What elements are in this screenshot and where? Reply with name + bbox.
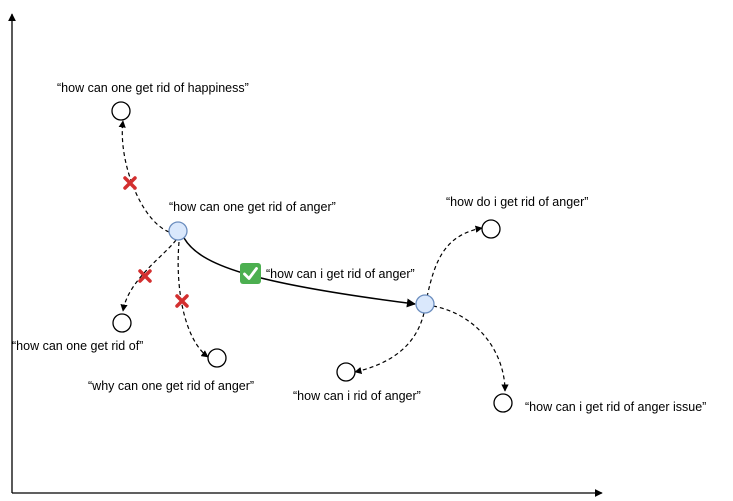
label-why: “why can one get rid of anger”: [88, 379, 254, 393]
edge-to-can-i-rid: [354, 312, 425, 375]
edge-to-truncated: [120, 239, 177, 312]
label-issue: “how can i get rid of anger issue”: [525, 400, 706, 414]
label-start: “how can one get rid of anger”: [169, 200, 336, 214]
label-do-i: “how do i get rid of anger”: [446, 195, 588, 209]
node-start: [168, 221, 188, 241]
cross-mark-icon: [138, 269, 152, 283]
check-mark-icon: [240, 263, 261, 284]
label-happiness: “how can one get rid of happiness”: [57, 81, 249, 95]
node-issue: [493, 393, 513, 413]
cross-mark-icon: [175, 294, 189, 308]
cross-mark-icon: [123, 176, 137, 190]
node-do-i: [481, 219, 501, 239]
node-chosen: [415, 294, 435, 314]
edge-to-do-i: [426, 225, 483, 298]
edge-to-happiness: [118, 120, 170, 233]
edge-to-why: [177, 241, 209, 358]
node-truncated: [112, 313, 132, 333]
label-can-i-rid: “how can i rid of anger”: [293, 389, 421, 403]
node-can-i-rid: [336, 362, 356, 382]
node-why: [207, 348, 227, 368]
label-chosen: “how can i get rid of anger”: [266, 267, 415, 281]
node-happiness: [111, 101, 131, 121]
label-truncated: “how can one get rid of”: [12, 339, 143, 353]
edge-to-issue: [432, 305, 509, 392]
